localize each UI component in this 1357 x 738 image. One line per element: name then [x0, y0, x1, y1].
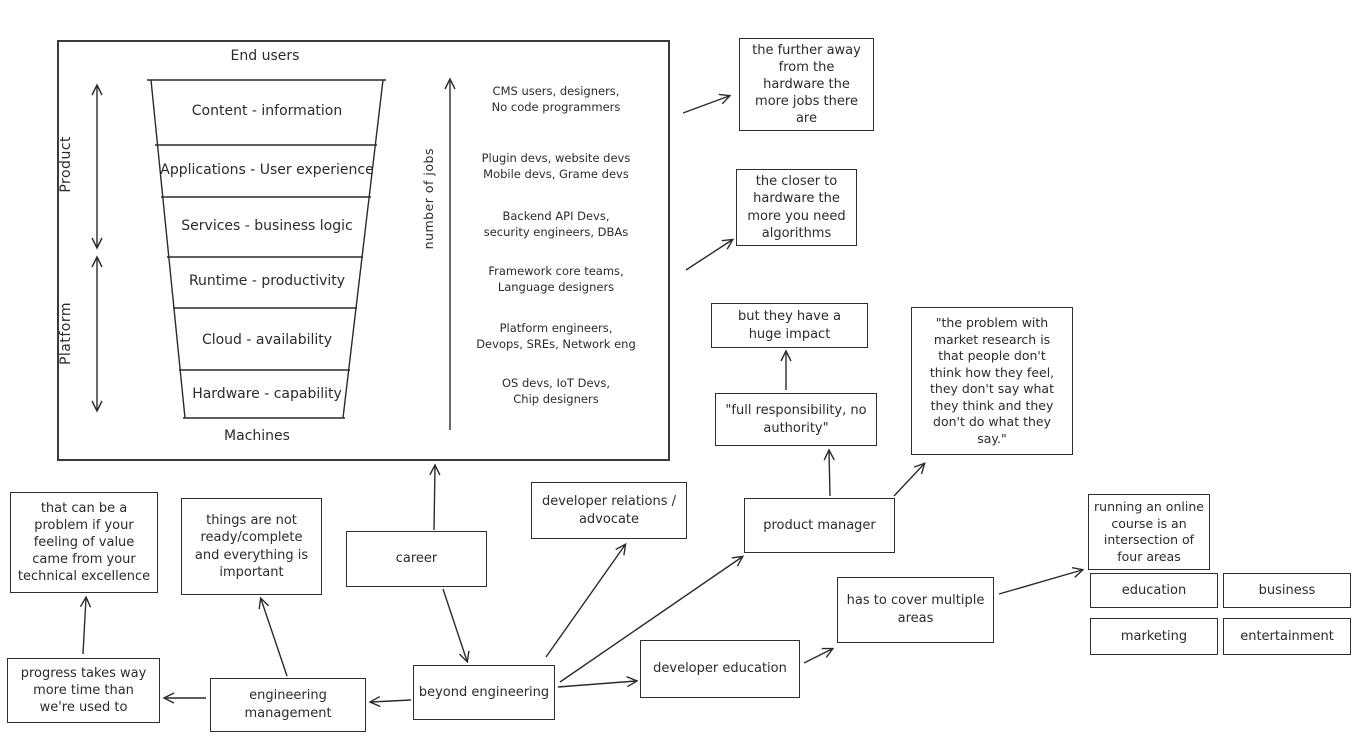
jobs-content: CMS users, designers, No code programmer…: [491, 84, 621, 114]
arrow-career-to-stack: [429, 463, 441, 531]
arrow-to-closer-hardware: [685, 238, 735, 271]
note-things-not-ready: things are not ready/complete and everyt…: [181, 498, 322, 595]
funnel-layer-content: Content - information: [191, 103, 343, 120]
arrow-pm-to-fullresp: [823, 448, 835, 497]
arrow-beyond-to-devrel: [545, 542, 627, 658]
jobs-services: Backend API Devs, security engineers, DB…: [483, 209, 629, 239]
node-has-to-cover: has to cover multiple areas: [837, 577, 994, 643]
node-area-entertainment: entertainment: [1223, 618, 1351, 655]
note-further-away: the further away from the hardware the m…: [739, 38, 874, 131]
jobs-hardware: OS devs, IoT Devs, Chip designers: [502, 376, 610, 406]
arrow-deved-to-cover: [803, 647, 835, 664]
arrow-pm-to-quote: [893, 462, 926, 497]
arrow-to-further-away: [682, 93, 732, 114]
arrow-beyond-to-deved: [557, 676, 639, 688]
note-huge-impact: but they have a huge impact: [711, 303, 868, 348]
node-product-manager: product manager: [744, 498, 895, 553]
arrow-cover-to-course: [998, 567, 1085, 595]
node-beyond-engineering: beyond engineering: [413, 665, 555, 720]
note-course-intersection: running an online course is an intersect…: [1088, 494, 1210, 570]
note-full-responsibility: "full responsibility, no authority": [715, 393, 877, 446]
arrow-engmgmt-to-things: [258, 596, 288, 677]
funnel-layer-hardware: Hardware - capability: [192, 386, 342, 403]
note-market-research-quote: "the problem with market research is tha…: [911, 307, 1073, 455]
product-side-label: Product: [58, 136, 74, 193]
jobs-cloud: Platform engineers, Devops, SREs, Networ…: [476, 321, 636, 351]
funnel-layer-applications: Applications - User experience: [160, 162, 374, 179]
funnel-layer-runtime: Runtime - productivity: [188, 273, 346, 290]
arrow-career-to-beyond: [442, 588, 470, 664]
stack-panel-frame: [57, 40, 670, 461]
note-progress-takes-time: progress takes way more time than we're …: [7, 658, 160, 723]
stack-bottom-label: Machines: [224, 428, 290, 445]
jobs-runtime: Framework core teams, Language designers: [488, 264, 624, 294]
node-area-business: business: [1223, 573, 1351, 608]
funnel-layer-services: Services - business logic: [181, 218, 353, 235]
note-closer-hardware: the closer to hardware the more you need…: [736, 169, 857, 246]
node-developer-education: developer education: [640, 640, 800, 698]
arrow-beyond-to-engmgmt: [368, 695, 412, 708]
node-engineering-management: engineering management: [210, 678, 366, 732]
jobs-axis-label: number of jobs: [421, 148, 436, 250]
jobs-applications: Plugin devs, website devs Mobile devs, G…: [481, 151, 631, 181]
node-area-education: education: [1090, 573, 1218, 608]
node-career: career: [346, 531, 487, 587]
stack-top-label: End users: [230, 48, 300, 65]
platform-side-label: Platform: [58, 302, 74, 366]
node-developer-relations: developer relations / advocate: [531, 482, 687, 539]
arrow-progress-to-problem: [79, 595, 92, 655]
funnel-layer-cloud: Cloud - availability: [201, 332, 333, 349]
note-problem-technical-excellence: that can be a problem if your feeling of…: [10, 492, 158, 593]
node-area-marketing: marketing: [1090, 618, 1218, 655]
